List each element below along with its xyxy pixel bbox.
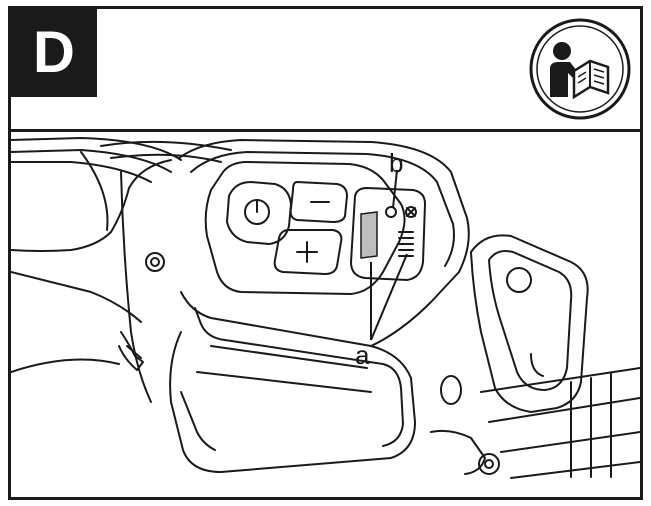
figure-header: D: [11, 9, 640, 132]
panel-letter-badge: D: [11, 9, 97, 97]
callout-label-b: b: [389, 148, 404, 178]
device-illustration: b a: [11, 132, 640, 497]
callout-label-a: a: [355, 340, 370, 370]
trimmer-handle-drawing: [11, 137, 640, 479]
read-manual-icon: [529, 18, 631, 120]
figure-frame: D: [8, 6, 643, 500]
